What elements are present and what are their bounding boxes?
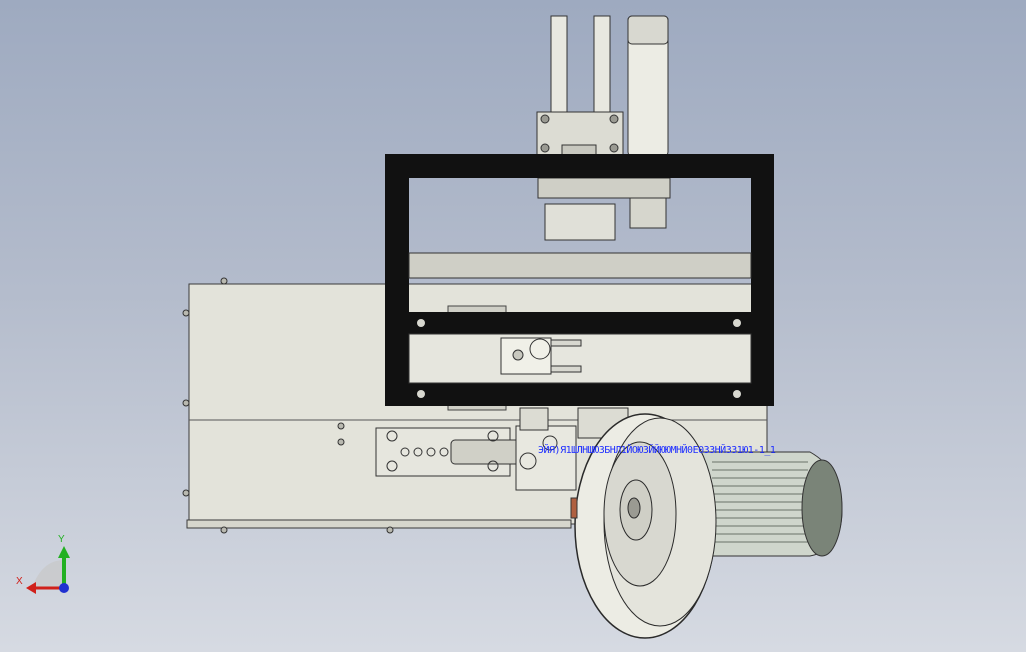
black-frame[interactable] xyxy=(385,154,774,406)
motor[interactable] xyxy=(699,451,843,557)
axis-triad xyxy=(26,546,70,594)
upper-cylinders[interactable] xyxy=(536,15,671,241)
inner-bracket[interactable] xyxy=(408,252,752,384)
y-axis-label: Y xyxy=(58,534,65,545)
valve-bank[interactable] xyxy=(375,407,629,491)
model-annotation: ЭЙЯ)Я1ШЛНШЮЗБНЛ1ЙОЮЗЙЙЮЮМНЙ0Е0ЗЗНЙЗЗ1Ю1-… xyxy=(538,445,776,456)
x-axis-label: X xyxy=(16,576,23,587)
grinding-wheel[interactable] xyxy=(570,413,717,639)
